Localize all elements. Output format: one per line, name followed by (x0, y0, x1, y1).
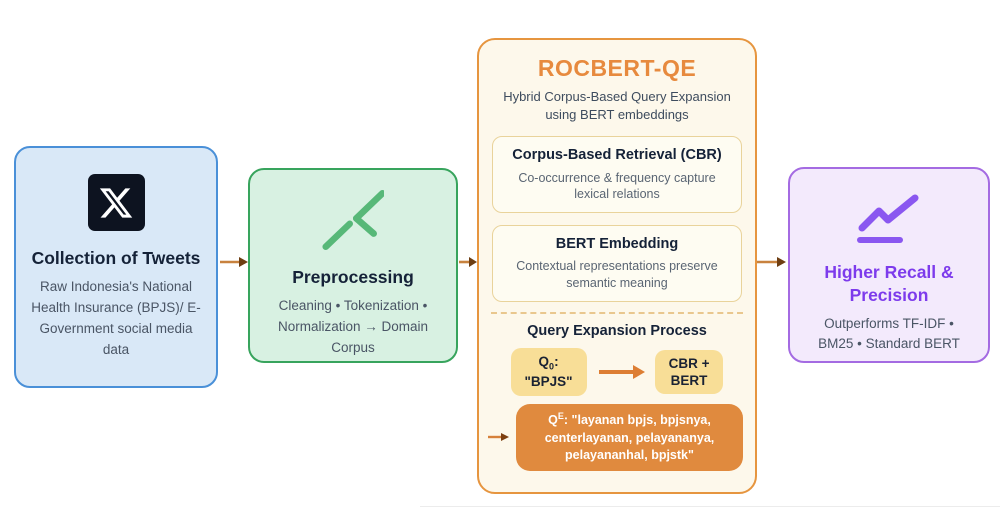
cbr-title: Corpus-Based Retrieval (CBR) (512, 147, 722, 164)
preprocessing-description: Cleaning • Tokenization • Normalization … (277, 297, 429, 355)
original-query-pill: Q0: "BPJS" (510, 348, 587, 396)
x-logo-icon (87, 174, 145, 231)
trend-up-chart-icon (790, 189, 988, 251)
expanded-query-row: QE: "layanan bpjs, bpjsnya, centerlayana… (487, 403, 743, 471)
preprocessing-title: Preprocessing (292, 267, 414, 287)
collection-title: Collection of Tweets (31, 248, 201, 268)
node-collection-of-tweets: Collection of Tweets Raw Indonesia's Nat… (14, 146, 218, 388)
node-higher-recall-precision: Higher Recall & Precision Outperforms TF… (788, 167, 990, 363)
result-description: Outperforms TF-IDF • BM25 • Standard BER… (818, 315, 960, 352)
bert-title: BERT Embedding (555, 236, 679, 253)
result-title: Higher Recall & Precision (824, 262, 954, 305)
flow-arrow-icon (220, 257, 248, 267)
cbr-description: Co-occurrence & frequency capture lexica… (518, 170, 716, 202)
node-rocbert-qe: ROCBERT-QE Hybrid Corpus-Based Query Exp… (477, 38, 757, 494)
rocbert-title: ROCBERT-QE (537, 55, 697, 81)
query-expansion-row: Q0: "BPJS" CBR + BERT (479, 348, 755, 396)
rocbert-subtitle: Hybrid Corpus-Based Query Expansion usin… (503, 89, 731, 123)
expanded-query-pill: QE: "layanan bpjs, bpjsnya, centerlayana… (516, 403, 743, 471)
page-edge-divider (420, 506, 1000, 507)
flow-arrow-icon (757, 257, 786, 267)
cbr-sub-box: Corpus-Based Retrieval (CBR) Co-occurren… (492, 136, 742, 214)
flow-arrow-icon (459, 257, 477, 267)
process-arrow-icon (598, 364, 645, 379)
collection-description: Raw Indonesia's National Health Insuranc… (31, 278, 201, 357)
small-arrow-icon (488, 433, 509, 442)
filter-strokes-icon (250, 184, 456, 256)
query-expansion-heading: Query Expansion Process (527, 323, 707, 340)
q0-label: Q0: (538, 354, 559, 372)
node-preprocessing: Preprocessing Cleaning • Tokenization • … (248, 168, 458, 363)
dashed-divider (491, 312, 743, 315)
bert-description: Contextual representations preserve sema… (516, 259, 718, 291)
cbr-bert-pill: CBR + BERT (654, 349, 724, 395)
q0-value: "BPJS" (524, 374, 573, 390)
bert-sub-box: BERT Embedding Contextual representation… (492, 225, 742, 303)
